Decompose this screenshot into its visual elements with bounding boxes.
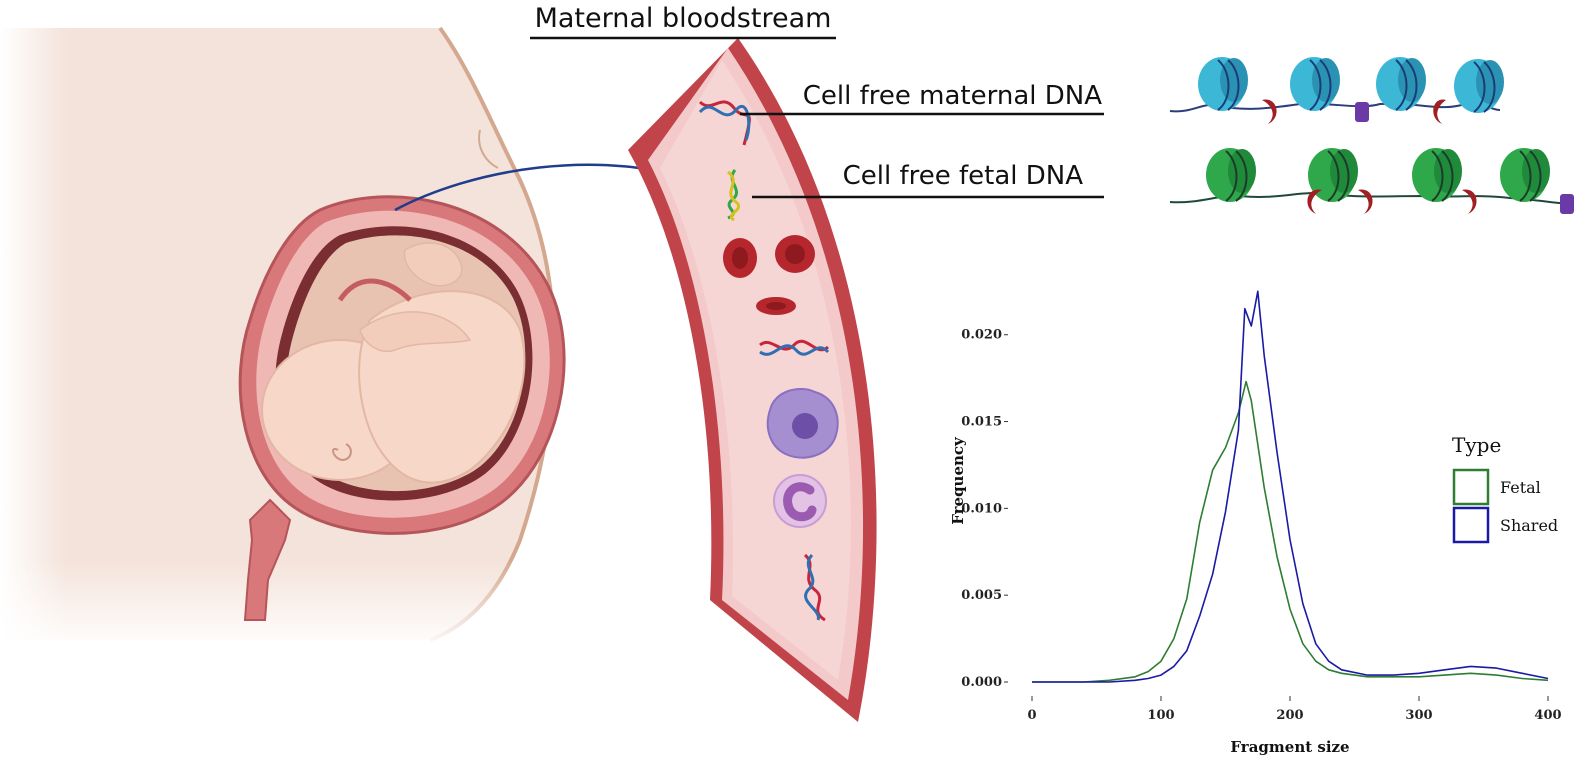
legend-swatch-fetal bbox=[1452, 468, 1490, 506]
y-tick-label: 0.015 bbox=[961, 415, 1002, 430]
x-tick-label: 400 bbox=[1534, 708, 1561, 723]
navel-line bbox=[478, 129, 499, 169]
cleavage-enzyme bbox=[1358, 189, 1373, 214]
y-axis: 0.000 0.005 0.010 0.015 0.020 bbox=[961, 328, 1008, 690]
x-tick-label: 300 bbox=[1405, 708, 1432, 723]
maternal-dna-helix bbox=[803, 553, 826, 622]
chart-legend: Type Fetal Shared bbox=[1452, 433, 1558, 544]
x-tick-label: 100 bbox=[1147, 708, 1174, 723]
fetus-arm bbox=[359, 311, 472, 352]
red-blood-cell bbox=[756, 297, 796, 315]
white-blood-cell bbox=[766, 388, 839, 459]
series-layer bbox=[1032, 290, 1549, 683]
y-tick-label: 0.000 bbox=[961, 675, 1002, 690]
fetal-nucleosome-strand bbox=[1169, 148, 1574, 214]
y-tick-label: 0.005 bbox=[961, 588, 1002, 603]
legend-label-fetal: Fetal bbox=[1500, 478, 1541, 497]
pregnant-body-illustration bbox=[0, 26, 566, 650]
series-line-fetal bbox=[1032, 380, 1549, 683]
nucleosome bbox=[1454, 59, 1504, 113]
y-tick-label: 0.020 bbox=[961, 328, 1002, 343]
legend-swatch-shared bbox=[1452, 506, 1490, 544]
nucleosome bbox=[1500, 148, 1550, 202]
fetal-dna-label: Cell free fetal DNA bbox=[843, 161, 1084, 191]
blood-vessel bbox=[628, 38, 877, 722]
cervix bbox=[243, 498, 292, 621]
nucleosome bbox=[1376, 57, 1426, 111]
y-axis-title: Frequency bbox=[949, 436, 967, 525]
neutrophil-cell bbox=[773, 474, 827, 528]
x-tick-label: 200 bbox=[1276, 708, 1303, 723]
red-blood-cell bbox=[723, 238, 757, 278]
maternal-dna-label: Cell free maternal DNA bbox=[803, 81, 1102, 111]
fetus-leg bbox=[403, 242, 463, 287]
nucleosome bbox=[1206, 148, 1256, 202]
cleavage-enzyme bbox=[1307, 189, 1322, 214]
x-axis-title: Fragment size bbox=[1230, 738, 1349, 756]
x-tick-label: 0 bbox=[1027, 708, 1036, 723]
bloodstream-title: Maternal bloodstream bbox=[535, 3, 832, 34]
umbilical-cord bbox=[337, 278, 412, 302]
maternal-dna-helix bbox=[698, 100, 751, 146]
red-blood-cell bbox=[775, 235, 815, 273]
nucleosome bbox=[1290, 57, 1340, 111]
x-axis: 0 100 200 300 400 bbox=[1027, 696, 1562, 723]
fetal-dna-helix bbox=[726, 169, 740, 222]
vessel-inner-layer bbox=[660, 60, 851, 680]
maternal-nucleosome-strand bbox=[1169, 57, 1504, 124]
maternal-dna-helix bbox=[759, 339, 830, 356]
binding-protein bbox=[1560, 194, 1574, 214]
legend-label-shared: Shared bbox=[1500, 516, 1558, 535]
legend-title: Type bbox=[1452, 433, 1501, 457]
series-line-shared bbox=[1032, 290, 1549, 683]
fetus-ear bbox=[332, 443, 352, 462]
cleavage-enzyme bbox=[1433, 99, 1446, 124]
y-tick-label: 0.010 bbox=[961, 501, 1002, 516]
cleavage-enzyme bbox=[1262, 99, 1277, 124]
binding-protein bbox=[1355, 102, 1369, 122]
cleavage-enzyme bbox=[1462, 189, 1477, 214]
nucleosome bbox=[1412, 148, 1462, 202]
nucleosome bbox=[1198, 57, 1248, 111]
fetus bbox=[261, 242, 526, 484]
nucleosome bbox=[1308, 148, 1358, 202]
